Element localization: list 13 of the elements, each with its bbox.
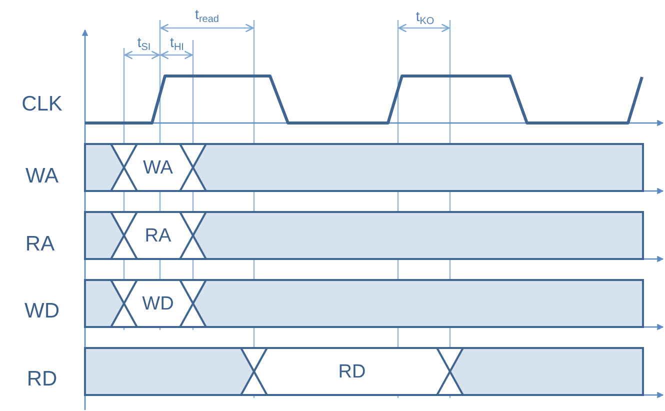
signal-name: CLK xyxy=(22,94,62,114)
signal-name: RA xyxy=(25,234,55,254)
signal-name: WA xyxy=(25,166,59,186)
bus-value: RD xyxy=(338,362,366,382)
bus-value: RA xyxy=(144,226,172,246)
signal-name: RD xyxy=(26,368,58,390)
timing-label: t$_{read}$ xyxy=(195,7,219,25)
signal-name: WD xyxy=(24,300,60,322)
timing-label: t$_{HI}$ xyxy=(170,35,184,53)
timing-label: t$_{SI}$ xyxy=(137,35,151,53)
bus-value: WA xyxy=(143,158,173,178)
bus-value: WD xyxy=(142,294,174,314)
timing-label: t$_{KO}$ xyxy=(416,9,434,27)
